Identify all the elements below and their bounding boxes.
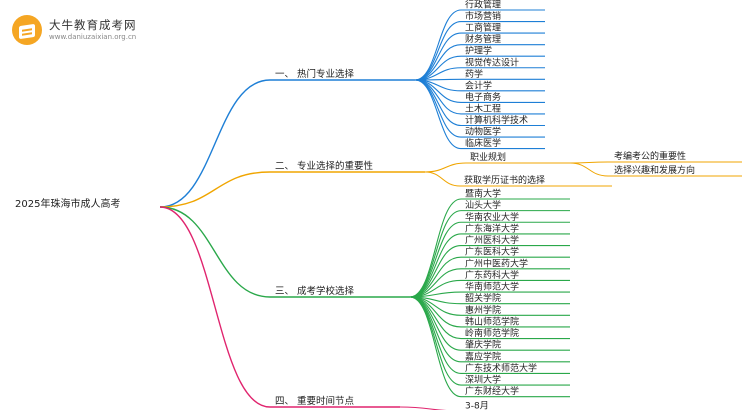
book-badge-icon <box>12 15 42 45</box>
leaf-item: 市场营销 <box>465 10 501 22</box>
leaf-item: 肇庆学院 <box>465 339 501 351</box>
leaf-item: 广东财经大学 <box>465 385 519 397</box>
leaf-item: 广东技术师范大学 <box>465 362 537 374</box>
leaf-item: 财务管理 <box>465 33 501 45</box>
branch-label: 一、 热门专业选择 <box>275 68 355 80</box>
leaf-connector <box>409 296 462 386</box>
leaf-connector <box>409 256 462 298</box>
leaf-item: 职业规划 <box>470 151 506 163</box>
leaf-connector <box>414 79 462 138</box>
branch-connector <box>159 171 271 208</box>
leaf-connector <box>409 221 462 298</box>
leaf-item: 暨南大学 <box>465 188 501 200</box>
leaf-item: 获取学历证书的选择 <box>464 174 545 186</box>
leaf-connector <box>414 9 462 81</box>
leaf-item: 岭南师范学院 <box>465 327 519 339</box>
leaf-item: 广东医科大学 <box>465 246 519 258</box>
leaf-item: 广东药科大学 <box>465 269 519 281</box>
leaf-connector <box>424 171 461 187</box>
leaf-connector <box>424 162 467 173</box>
leaf-connector <box>399 406 446 410</box>
subleaf-item: 选择兴趣和发展方向 <box>614 164 695 176</box>
leaf-item: 惠州学院 <box>465 304 501 316</box>
leaf-item: 计算机科学技术 <box>465 114 528 126</box>
leaf-connector <box>409 210 462 298</box>
leaf-item: 深圳大学 <box>465 374 501 386</box>
branch-connector <box>159 206 271 408</box>
leaf-connector <box>414 79 462 127</box>
logo-site-name: 大牛教育成考网 <box>49 18 137 32</box>
leaf-item: 3-8月 <box>465 401 489 410</box>
leaf-item: 汕头大学 <box>465 199 501 211</box>
subleaf-item: 考编考公的重要性 <box>614 150 686 162</box>
leaf-item: 嘉应学院 <box>465 350 501 362</box>
logo-site-url: www.daniuzaixian.org.cn <box>49 33 137 41</box>
leaf-connector <box>409 296 462 374</box>
site-logo[interactable]: 大牛教育成考网 www.daniuzaixian.org.cn <box>12 13 152 49</box>
branch-connector <box>159 206 271 298</box>
leaf-item: 广州中医药大学 <box>465 257 528 269</box>
leaf-connector <box>409 198 462 298</box>
leaf-item: 华南师范大学 <box>465 281 519 293</box>
root-topic: 2025年珠海市成人高考 <box>15 197 120 210</box>
leaf-item: 视觉传达设计 <box>465 56 519 68</box>
leaf-item: 广东海洋大学 <box>465 222 519 234</box>
subleaf-connector <box>569 161 609 164</box>
leaf-item: 会计学 <box>465 79 492 91</box>
leaf-item: 护理学 <box>465 45 492 57</box>
leaf-item: 动物医学 <box>465 126 501 138</box>
leaf-connector <box>414 79 462 103</box>
leaf-item: 行政管理 <box>465 0 501 11</box>
leaf-connector <box>409 233 462 298</box>
branch-label: 三、 成考学校选择 <box>275 285 355 297</box>
leaf-item: 韶关学院 <box>465 292 501 304</box>
subleaf-connector <box>569 162 609 177</box>
leaf-item: 土木工程 <box>465 102 501 114</box>
leaf-connector <box>414 79 462 150</box>
branch-connector <box>159 79 271 208</box>
leaf-item: 华南农业大学 <box>465 211 519 223</box>
leaf-connector <box>409 296 462 398</box>
branch-label: 四、 重要时间节点 <box>275 395 355 407</box>
leaf-item: 广州医科大学 <box>465 234 519 246</box>
leaf-item: 韩山师范学院 <box>465 315 519 327</box>
leaf-item: 药学 <box>465 68 483 80</box>
leaf-connector <box>414 21 462 81</box>
leaf-item: 临床医学 <box>465 137 501 149</box>
branch-label: 二、 专业选择的重要性 <box>275 160 374 172</box>
leaf-item: 工商管理 <box>465 22 501 34</box>
leaf-item: 电子商务 <box>465 91 501 103</box>
